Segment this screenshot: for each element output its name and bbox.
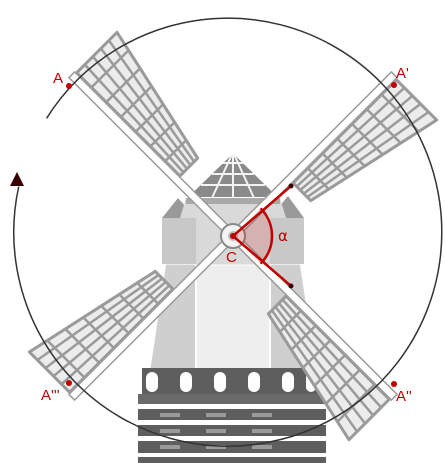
tower-base (138, 394, 326, 463)
point-a-label: A (53, 70, 63, 87)
rotation-arrow-head (10, 172, 24, 186)
point-a-triple-prime-label: A''' (41, 387, 60, 404)
point-a-prime-marker (391, 82, 397, 88)
point-c-marker (230, 233, 236, 239)
point-a-triple-prime-marker (66, 380, 72, 386)
point-c-label: C (226, 249, 237, 266)
point-a-double-prime-label: A'' (396, 388, 412, 405)
tower-gallery (142, 368, 322, 394)
point-a-prime-label: A' (396, 65, 409, 82)
point-a-marker (66, 83, 72, 89)
point-a: A (53, 70, 72, 89)
angle-alpha-label: α (278, 227, 288, 245)
point-a-double-prime-marker (391, 381, 397, 387)
